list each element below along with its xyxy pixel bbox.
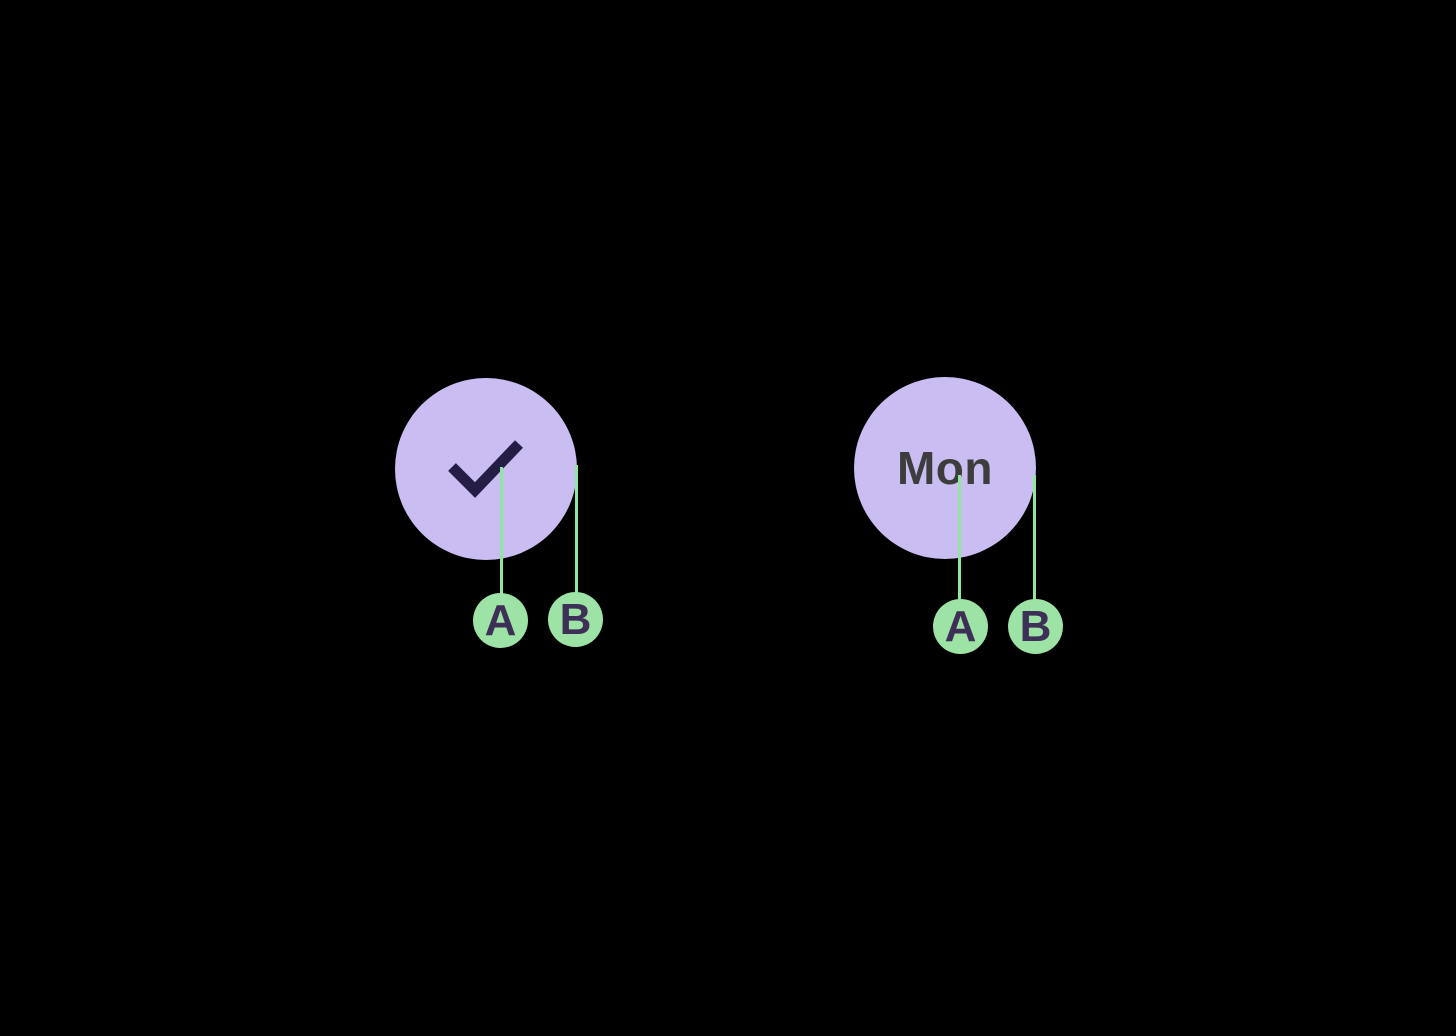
callout-line-a bbox=[958, 475, 961, 626]
check-icon bbox=[448, 440, 523, 498]
marker-a-label: A bbox=[484, 595, 517, 645]
marker-b: B bbox=[1008, 599, 1063, 654]
marker-b-label: B bbox=[1019, 601, 1052, 651]
marker-a-label: A bbox=[944, 601, 977, 651]
day-label: Mon bbox=[896, 442, 993, 494]
callout-line-a bbox=[500, 467, 503, 620]
day-button-checked[interactable] bbox=[395, 378, 577, 560]
marker-b: B bbox=[548, 592, 603, 647]
marker-b-label: B bbox=[559, 594, 592, 644]
marker-a: A bbox=[933, 599, 988, 654]
callout-line-b bbox=[575, 465, 578, 620]
day-button-mon[interactable]: Mon bbox=[854, 377, 1036, 559]
marker-a: A bbox=[473, 593, 528, 648]
callout-line-b bbox=[1033, 475, 1036, 627]
